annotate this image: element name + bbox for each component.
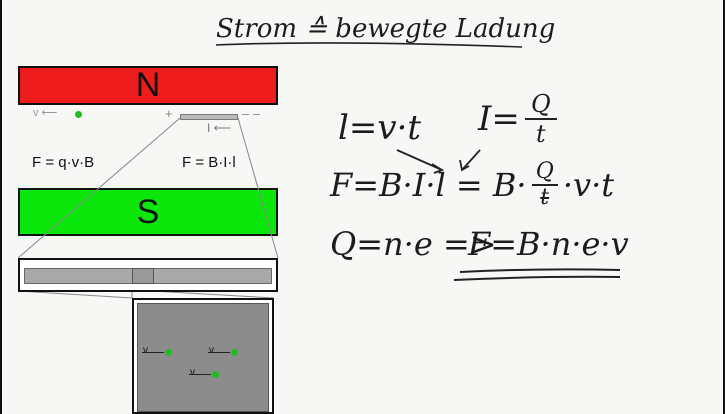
zoom-detail: v v v: [132, 298, 274, 414]
south-label: S: [136, 192, 160, 231]
formula-force-wire: F = B·I·l: [182, 154, 236, 171]
wire-plus: +: [165, 106, 173, 121]
eq-current: I= Q t: [478, 90, 557, 148]
moving-charge: [75, 111, 82, 118]
north-label: N: [135, 66, 161, 104]
eq-force-result: F=B·n·e·v: [468, 225, 629, 263]
eq-charge: Q=n·e =>: [330, 225, 497, 263]
south-magnet: S: [18, 188, 278, 236]
wire-minus: – –: [242, 106, 261, 121]
current-label: I ⟵: [207, 121, 231, 135]
title: Strom ≙ bewegte Ladung: [216, 14, 556, 44]
north-magnet: N: [18, 66, 278, 105]
zoomed-wire: [18, 258, 278, 292]
zoom-charge: v: [208, 340, 238, 358]
eq-force-substitution: F=B·I·l = B· Q t ·v·t: [330, 159, 615, 210]
eq-length: l=v·t: [338, 108, 422, 148]
zoom-charge: v: [142, 340, 172, 358]
formula-force-charge: F = q·v·B: [32, 154, 95, 171]
zoom-charge: v: [189, 362, 219, 380]
wire: [180, 114, 238, 120]
velocity-label: v ⟵: [33, 107, 58, 119]
